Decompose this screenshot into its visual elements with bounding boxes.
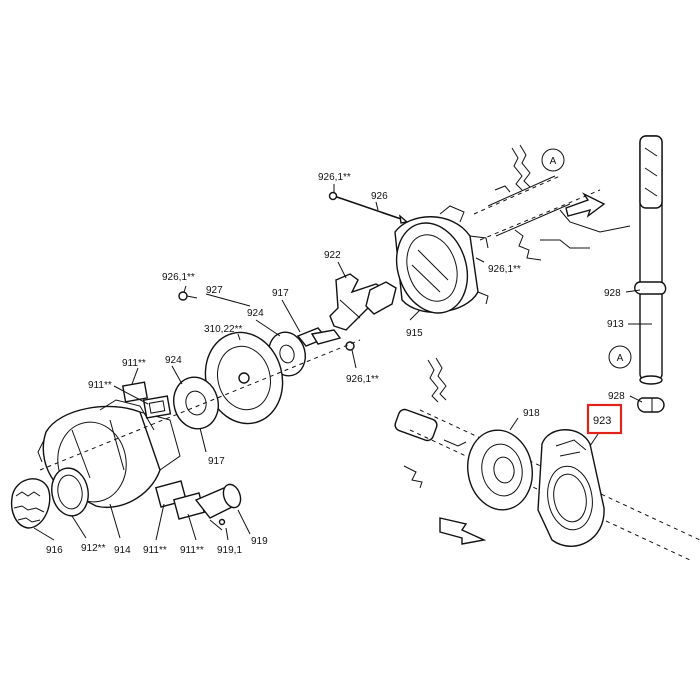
part-923-plate [537, 429, 605, 547]
part-919-fitting [194, 483, 242, 531]
label-919-1: 919,1 [217, 545, 242, 556]
part-911-gaskets [121, 381, 206, 520]
upper-pipe-section [473, 144, 631, 261]
part-928-clip-top [634, 281, 667, 295]
label-310-22: 310,22** [204, 324, 242, 335]
label-924-top: 924 [247, 308, 264, 319]
label-911-b: 911** [88, 380, 112, 391]
part-915-housing [394, 205, 489, 314]
label-926: 926 [371, 191, 388, 202]
label-927: 927 [206, 285, 223, 296]
part-926-shaft [328, 191, 409, 224]
label-926-1-mid: 926,1** [346, 374, 379, 385]
part-310-diaphragm [204, 331, 284, 425]
label-911-c: 911** [143, 545, 167, 556]
label-926-1-left: 926,1** [162, 272, 195, 283]
label-924-mid: 924 [165, 355, 182, 366]
part-928-clip-bottom [637, 397, 665, 413]
label-928-bottom: 928 [608, 391, 625, 402]
leader-lines [33, 184, 652, 541]
circle-ref-a-top: A [541, 148, 565, 172]
label-917-mid: 917 [208, 456, 225, 467]
part-913-handle [639, 135, 663, 385]
label-912: 912** [81, 543, 106, 554]
label-916: 916 [46, 545, 63, 556]
part-912-ring [51, 467, 89, 517]
label-926-1-right: 926,1** [488, 264, 521, 275]
circle-ref-a-top-label: A [550, 156, 557, 167]
arrow-icon [439, 517, 487, 545]
highlight-box-923: 923 [586, 403, 623, 435]
label-918: 918 [523, 408, 540, 419]
part-916-cap [10, 478, 51, 529]
label-915: 915 [406, 328, 423, 339]
label-922: 922 [324, 250, 341, 261]
label-913: 913 [607, 319, 624, 330]
circle-ref-a-right: A [608, 345, 632, 369]
label-911-d: 911** [180, 545, 204, 556]
axis-line-pump [39, 339, 361, 471]
label-914: 914 [114, 545, 131, 556]
circle-ref-a-right-label: A [617, 353, 624, 364]
part-927-screw [178, 291, 198, 301]
label-919: 919 [251, 536, 268, 547]
label-917-top: 917 [272, 288, 289, 299]
part-924-plate-lower [173, 376, 219, 430]
label-911-a: 911** [122, 358, 146, 369]
arrow-icon [565, 192, 606, 218]
part-917-pin [296, 327, 355, 351]
part-918-seal [467, 429, 533, 511]
part-922-rod [329, 273, 397, 331]
label-928-top: 928 [604, 288, 621, 299]
label-923: 923 [593, 415, 611, 427]
label-926-1-top: 926,1** [318, 172, 351, 183]
